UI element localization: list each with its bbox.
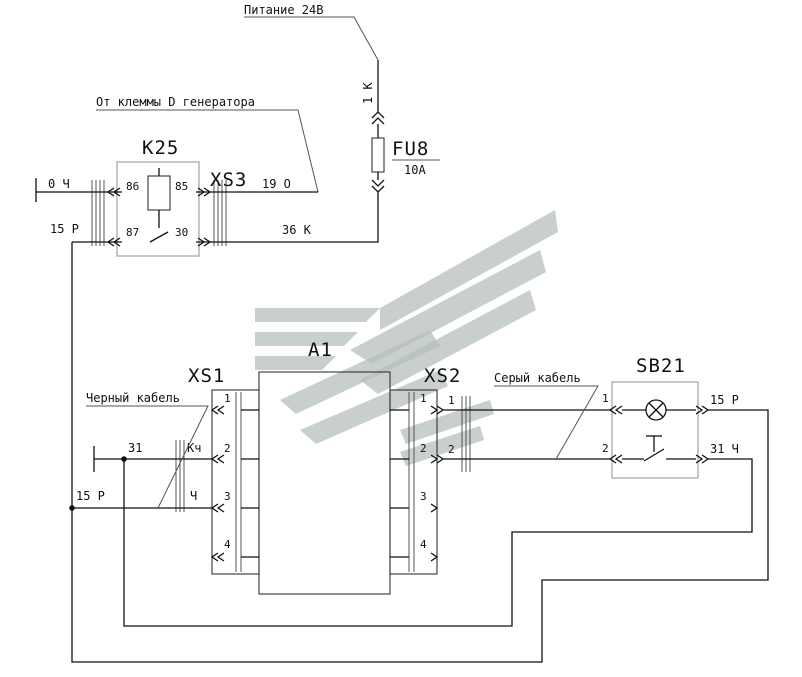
- k25-pin30: 30: [175, 226, 188, 239]
- relay-k25: K25 86 85 87 30: [116, 137, 200, 257]
- xs2-pin2: 2: [420, 442, 427, 455]
- watermark-logo: [255, 210, 558, 466]
- fuse-body: [371, 137, 385, 173]
- power-label: Питание 24В: [244, 3, 323, 17]
- k25-pin87: 87: [126, 226, 139, 239]
- k25-label: K25: [142, 137, 179, 159]
- xs2-wire2-label: 2: [448, 443, 455, 456]
- fuse-fu8: 1 К FU8 10А: [318, 60, 440, 243]
- wire-31-left-label: 31: [128, 441, 142, 455]
- wire-15r-top-label: 15 Р: [50, 222, 79, 236]
- k25-left-connector: [91, 180, 121, 247]
- xs1-pin2: 2: [224, 442, 231, 455]
- relay-contact: [149, 231, 169, 243]
- fu8-label: FU8: [392, 138, 429, 160]
- sb21-in2: 2: [602, 442, 609, 455]
- switch-sb21: SB21 1 2 15 Р 31 Ч: [602, 355, 739, 479]
- relay-coil: [147, 175, 171, 211]
- xs2-wire1-label: 1: [448, 394, 455, 407]
- sb21-15r-label: 15 Р: [710, 393, 739, 407]
- kch-label: Кч: [187, 441, 201, 455]
- generator-leader: От клеммы D генератора: [96, 95, 319, 193]
- sb21-label: SB21: [636, 355, 686, 377]
- xs2-right-wiring: Серый кабель: [443, 371, 610, 460]
- ch-label: Ч: [190, 489, 197, 503]
- a1-label: A1: [308, 339, 333, 361]
- wire-0ch-label: 0 Ч: [48, 177, 70, 191]
- from-generator-label: От клеммы D генератора: [96, 95, 255, 109]
- k25-pin86: 86: [126, 180, 139, 193]
- xs1-pin1: 1: [224, 392, 231, 405]
- gray-cable-label: Серый кабель: [494, 371, 581, 385]
- fuse-wire-label: 1 К: [361, 82, 375, 104]
- xs2-pin1: 1: [420, 392, 427, 405]
- wire-19o-label: 19 О: [262, 177, 291, 191]
- sb21-31ch-label: 31 Ч: [710, 442, 739, 456]
- connector-xs1: XS1 1 2 3 4: [188, 365, 260, 575]
- sb21-in1: 1: [602, 392, 609, 405]
- top-wires: 0 Ч 19 О 15 Р 36 К: [35, 177, 318, 243]
- xs2-pin3: 3: [420, 490, 427, 503]
- connector-xs3: XS3: [197, 169, 247, 247]
- pushbutton-contact: [643, 448, 665, 462]
- xs1-left-wiring: 31 Кч Ч 15 Р Черный кабель: [69, 391, 212, 512]
- k25-pin85: 85: [175, 180, 188, 193]
- connector-xs2: XS2 1 2 3 4: [389, 365, 461, 575]
- black-cable-label: Черный кабель: [86, 391, 180, 405]
- return-wires: [71, 242, 769, 663]
- xs1-pin3: 3: [224, 490, 231, 503]
- xs1-label: XS1: [188, 365, 225, 387]
- xs3-label: XS3: [210, 169, 247, 191]
- xs2-pin4: 4: [420, 538, 427, 551]
- xs1-pin4: 4: [224, 538, 231, 551]
- fu8-rating: 10А: [404, 163, 426, 177]
- wire-36k-label: 36 К: [282, 223, 312, 237]
- wire-15r-left-label: 15 Р: [76, 489, 105, 503]
- power-leader: Питание 24В: [244, 3, 379, 61]
- xs2-label: XS2: [424, 365, 461, 387]
